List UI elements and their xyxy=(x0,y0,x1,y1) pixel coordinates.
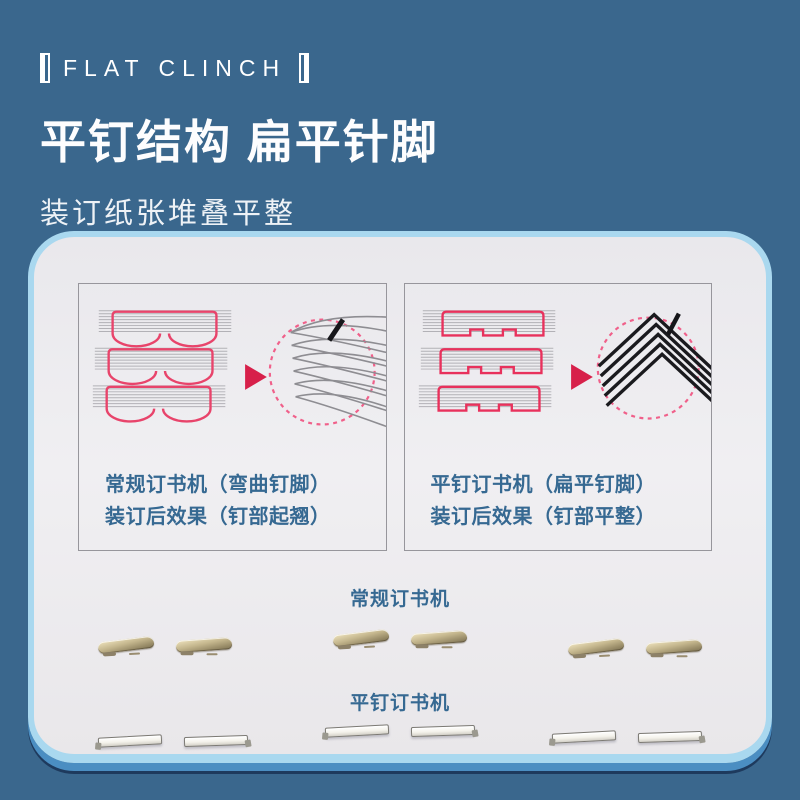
header: FLAT CLINCH 平钉结构 扁平针脚 装订纸张堆叠平整 xyxy=(40,52,439,232)
bent-staple-photo xyxy=(97,635,155,655)
flat-staple-pair xyxy=(551,730,703,744)
caption-line: 平钉订书机（扁平钉脚） xyxy=(430,474,656,496)
bent-staple-diagram xyxy=(92,310,386,428)
panel-flat-stapler: 平钉订书机（扁平钉脚） 装订后效果（钉部平整） xyxy=(403,283,712,551)
bent-staples-photo-row xyxy=(34,623,766,667)
caption-line: 装订后效果（钉部平整） xyxy=(430,505,656,528)
comparison-panels: 常规订书机（弯曲钉脚） 装订后效果（钉部起翘） xyxy=(34,237,766,551)
curled-pages-illustration xyxy=(290,315,386,428)
badge-label: FLAT CLINCH xyxy=(63,54,287,81)
bent-staple-row-2 xyxy=(94,347,228,386)
right-bracket-icon xyxy=(299,53,310,83)
section-label-flat: 平钉订书机 xyxy=(349,693,450,714)
bent-staple-row-1 xyxy=(98,310,232,348)
bent-staple-pair xyxy=(332,628,468,648)
caption-line: 装订后效果（钉部起翘） xyxy=(105,505,331,528)
flat-staples-photo-row xyxy=(34,721,766,761)
page-title: 平钉结构 扁平针脚 xyxy=(40,116,439,168)
page-subtitle: 装订纸张堆叠平整 xyxy=(40,198,297,230)
bent-staple-pair xyxy=(97,635,233,655)
magnifier-circle-bent-result xyxy=(268,315,386,428)
panel-caption-flat: 平钉订书机（扁平钉脚） 装订后效果（钉部平整） xyxy=(405,454,712,533)
bent-staple-photo xyxy=(175,637,233,653)
panel-regular-stapler: 常规订书机（弯曲钉脚） 装订后效果（钉部起翘） xyxy=(78,283,387,551)
magnifier-circle-flat-result xyxy=(596,312,711,420)
caption-line: 常规订书机（弯曲钉脚） xyxy=(105,474,331,496)
staple-mark-icon xyxy=(327,318,346,342)
section-label-regular: 常规订书机 xyxy=(349,589,450,610)
flat-staple-row-1 xyxy=(422,310,555,337)
flat-staple-row-2 xyxy=(420,347,553,375)
flat-stack-illustration xyxy=(597,312,711,407)
comparison-card: 常规订书机（弯曲钉脚） 装订后效果（钉部起翘） xyxy=(28,231,772,763)
arrow-right-icon xyxy=(570,364,593,390)
flat-staple-photo xyxy=(324,724,390,738)
bent-staple-photo xyxy=(567,637,625,657)
flat-staple-photo xyxy=(97,734,163,748)
panel-caption-regular: 常规订书机（弯曲钉脚） 装订后效果（钉部起翘） xyxy=(79,454,386,533)
bent-staple-photo xyxy=(332,628,390,648)
flat-staple-photo xyxy=(637,730,703,744)
arrow-right-icon xyxy=(245,364,267,390)
flat-staple-photo xyxy=(551,730,617,744)
flat-staple-photo xyxy=(410,724,476,738)
bent-staple-pair xyxy=(567,637,703,657)
flat-staple-row-3 xyxy=(418,385,551,412)
bent-staple-photo xyxy=(645,639,703,655)
flat-clinch-badge: FLAT CLINCH xyxy=(40,52,439,84)
bent-staple-photo xyxy=(410,630,468,646)
flat-staple-photo xyxy=(183,734,249,748)
flat-staple-pair xyxy=(97,734,249,748)
staple-mark-icon xyxy=(665,312,681,336)
flat-staple-pair xyxy=(324,724,476,738)
left-bracket-icon xyxy=(40,53,50,83)
bent-staple-row-3 xyxy=(92,385,226,423)
flat-staple-diagram xyxy=(418,310,711,420)
